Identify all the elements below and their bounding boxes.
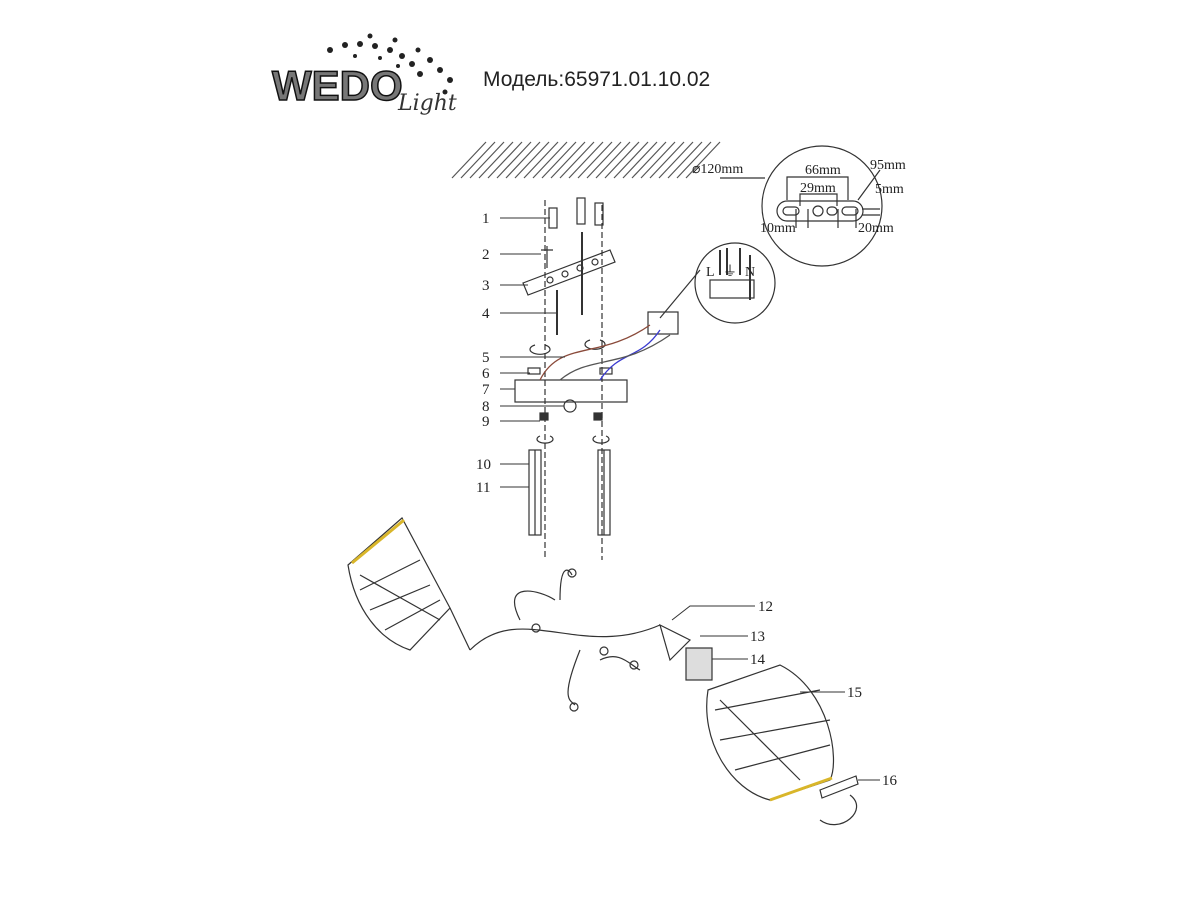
hatch-line bbox=[559, 141, 595, 179]
part-number-labels: 1 2 3 4 5 6 7 8 9 10 11 12 13 14 15 16 bbox=[476, 211, 898, 789]
hatch-line bbox=[514, 141, 550, 179]
hatch-line bbox=[469, 141, 505, 179]
hatch-line bbox=[541, 141, 577, 179]
hatch-line bbox=[685, 141, 721, 179]
part-label: 6 bbox=[482, 366, 490, 382]
hatch-line bbox=[595, 141, 631, 179]
part-label: 10 bbox=[476, 457, 491, 473]
hatch-line bbox=[478, 141, 514, 179]
terminal-live-label: L bbox=[706, 265, 715, 280]
lamp-body bbox=[347, 517, 859, 826]
part-label: 1 bbox=[482, 211, 490, 227]
part-label: 9 bbox=[482, 414, 490, 430]
hatch-line bbox=[586, 141, 622, 179]
logo-wordmark: WEDO bbox=[272, 62, 403, 109]
part-label: 13 bbox=[750, 629, 765, 645]
terminal-neutral-label: N bbox=[745, 265, 755, 280]
dimension-95: 95mm bbox=[870, 158, 906, 173]
part-label: 15 bbox=[847, 685, 862, 701]
logo-script: Light bbox=[397, 91, 457, 116]
dimension-10: 10mm bbox=[760, 221, 796, 236]
dimension-29: 29mm bbox=[800, 181, 836, 196]
dimension-66: 66mm bbox=[805, 163, 841, 178]
hatch-line bbox=[667, 141, 703, 179]
part-label: 3 bbox=[482, 278, 490, 294]
model-number: Модель:65971.01.10.02 bbox=[483, 68, 711, 91]
mounting-bar-dimension-detail: ⌀120mm 66mm 29mm 95mm 5mm 10mm 20mm bbox=[692, 145, 906, 267]
hatch-line bbox=[604, 141, 640, 179]
hatch-line bbox=[496, 141, 532, 179]
part-label: 4 bbox=[482, 306, 490, 322]
hatch-line bbox=[532, 141, 568, 179]
part-label: 8 bbox=[482, 399, 490, 415]
hatch-line bbox=[658, 141, 694, 179]
part-label: 11 bbox=[476, 480, 490, 496]
terminal-earth-label: ⏚ bbox=[723, 264, 737, 280]
hatch-line bbox=[460, 141, 496, 179]
leader-lines bbox=[500, 217, 880, 781]
dimension-diameter: ⌀120mm bbox=[692, 162, 743, 177]
hatch-line bbox=[640, 141, 676, 179]
ceiling-hatch bbox=[451, 141, 721, 179]
hatch-line bbox=[631, 141, 667, 179]
hatch-line bbox=[487, 141, 523, 179]
wedo-light-logo: WEDO Light bbox=[271, 33, 457, 116]
hatch-line bbox=[622, 141, 658, 179]
hatch-line bbox=[568, 141, 604, 179]
hatch-line bbox=[676, 141, 712, 179]
hatch-line bbox=[505, 141, 541, 179]
hatch-line bbox=[550, 141, 586, 179]
part-label: 14 bbox=[750, 652, 766, 668]
part-label: 5 bbox=[482, 350, 490, 366]
hatch-line bbox=[577, 141, 613, 179]
mounting-assembly bbox=[514, 197, 679, 560]
hatch-line bbox=[451, 141, 487, 179]
hatch-line bbox=[613, 141, 649, 179]
wires bbox=[539, 324, 671, 381]
part-label: 16 bbox=[882, 773, 898, 789]
hatch-line bbox=[649, 141, 685, 179]
terminal-block-detail: L ⏚ N bbox=[659, 242, 776, 324]
dimension-5: 5mm bbox=[875, 182, 904, 197]
part-label: 2 bbox=[482, 247, 490, 263]
hatch-line bbox=[523, 141, 559, 179]
part-label: 7 bbox=[482, 382, 490, 398]
dimension-20: 20mm bbox=[858, 221, 894, 236]
part-label: 12 bbox=[758, 599, 773, 615]
